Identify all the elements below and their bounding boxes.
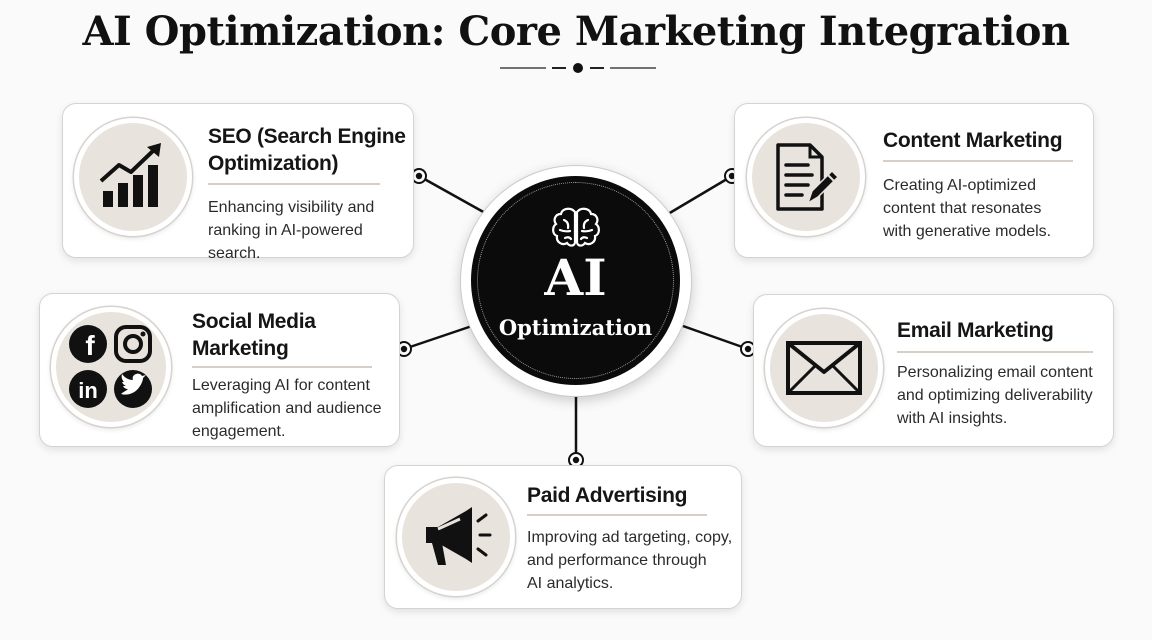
instagram-icon bbox=[114, 325, 152, 363]
seo-title: SEO (Search Engine Optimization) bbox=[208, 125, 406, 175]
hub-subtitle: Optimization bbox=[498, 315, 653, 340]
card-email-marketing: Email Marketing Personalizing email cont… bbox=[753, 294, 1114, 447]
paid-rule bbox=[527, 514, 707, 516]
email-rule bbox=[897, 351, 1093, 353]
paid-title: Paid Advertising bbox=[527, 484, 688, 507]
growth-chart-icon bbox=[99, 143, 161, 207]
hub-ai-optimization: AI Optimization bbox=[460, 165, 692, 397]
email-title: Email Marketing bbox=[897, 319, 1054, 342]
content-rule bbox=[883, 160, 1073, 162]
paid-icon-circle bbox=[397, 478, 515, 596]
hub-title: AI bbox=[544, 248, 607, 307]
email-icon-circle bbox=[765, 309, 883, 427]
envelope-icon bbox=[786, 341, 862, 395]
content-title: Content Marketing bbox=[883, 129, 1063, 152]
facebook-icon: f bbox=[69, 325, 107, 363]
seo-rule bbox=[208, 183, 380, 185]
megaphone-icon bbox=[426, 507, 492, 565]
svg-text:in: in bbox=[78, 378, 98, 403]
card-content-marketing: Content Marketing Creating AI-optimized … bbox=[734, 103, 1094, 258]
card-seo: SEO (Search Engine Optimization) Enhanci… bbox=[62, 103, 414, 262]
linkedin-icon: in bbox=[69, 370, 107, 408]
social-description: Leveraging AI for content amplification … bbox=[192, 377, 382, 440]
title-divider bbox=[500, 63, 656, 73]
social-rule bbox=[192, 366, 372, 368]
social-icon-circle: f in bbox=[51, 307, 171, 427]
social-icons: f in bbox=[69, 325, 152, 408]
diagram-title: AI Optimization: Core Marketing Integrat… bbox=[82, 8, 1070, 55]
card-social-media: f in Social Media Marketing Leveraging A… bbox=[39, 293, 400, 447]
document-pen-icon bbox=[776, 143, 840, 211]
hub-core: AI Optimization bbox=[471, 176, 680, 385]
hub-dotted-ring bbox=[477, 182, 674, 379]
paid-description: Improving ad targeting, copy, and perfor… bbox=[527, 529, 733, 592]
seo-icon-circle bbox=[74, 118, 192, 236]
content-description: Creating AI-optimized content that reson… bbox=[883, 177, 1052, 240]
twitter-icon bbox=[114, 370, 152, 408]
social-title: Social Media Marketing bbox=[192, 310, 316, 360]
card-paid-advertising: Paid Advertising Improving ad targeting,… bbox=[384, 465, 742, 609]
seo-description: Enhancing visibility and ranking in AI-p… bbox=[208, 199, 375, 262]
svg-text:f: f bbox=[85, 330, 95, 361]
email-description: Personalizing email content and optimizi… bbox=[897, 364, 1093, 427]
brain-icon bbox=[552, 207, 600, 247]
content-icon-circle bbox=[747, 118, 865, 236]
